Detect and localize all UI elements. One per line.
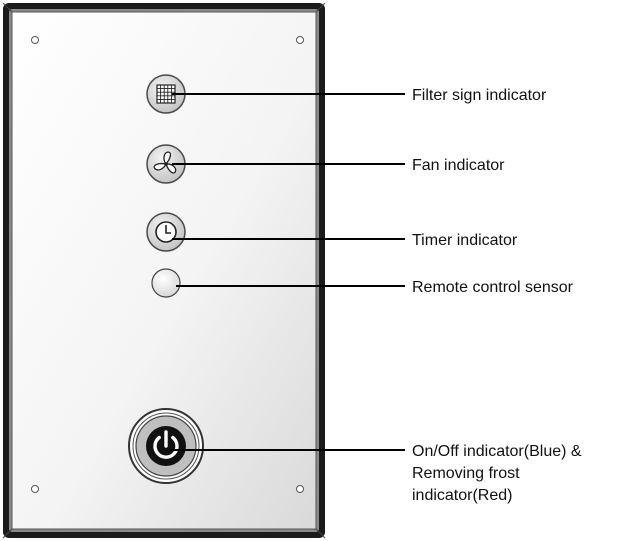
timer-indicator[interactable] [146, 212, 186, 252]
filter-sign-label: Filter sign indicator [412, 87, 547, 104]
remote-control-sensor [151, 268, 181, 298]
power-icon [146, 426, 186, 466]
fan-icon [153, 151, 177, 174]
screw-hole-icon [31, 36, 39, 44]
power-label-line-1: On/Off indicator(Blue) & [412, 443, 582, 460]
sensor-lens-icon [151, 268, 181, 298]
power-label-line-2: Removing frost [412, 465, 520, 482]
leader-lines [170, 93, 405, 451]
power-button[interactable] [128, 408, 204, 484]
callout-labels: Filter sign indicator Fan indicator Time… [412, 87, 582, 504]
screw-hole-icon [31, 485, 39, 493]
screw-hole-icon [296, 36, 304, 44]
remote-sensor-label: Remote control sensor [412, 279, 574, 296]
fan-indicator[interactable] [146, 144, 186, 184]
screw-holes [31, 36, 304, 493]
timer-label: Timer indicator [412, 232, 518, 249]
fan-label: Fan indicator [412, 157, 505, 174]
timer-icon [155, 221, 177, 243]
power-label-line-3: indicator(Red) [412, 487, 512, 504]
screw-hole-icon [296, 485, 304, 493]
